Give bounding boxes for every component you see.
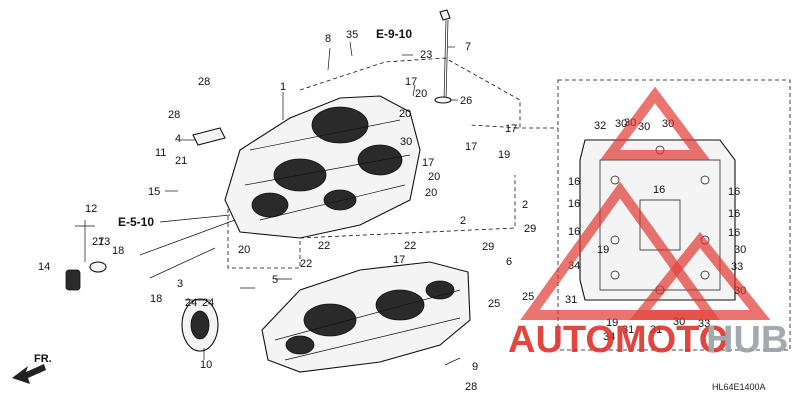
reference-e-9-10: E-9-10 — [376, 27, 412, 41]
callout-21: 21 — [175, 155, 187, 167]
callout-2: 2 — [522, 199, 528, 211]
callout-30: 30 — [400, 136, 412, 148]
callout-5: 5 — [272, 274, 278, 286]
callout-16: 16 — [728, 208, 740, 220]
callout-27: 27 — [92, 236, 104, 248]
oil-dipstick — [439, 9, 451, 101]
callout-20: 20 — [428, 171, 440, 183]
callout-3: 3 — [177, 278, 183, 290]
callout-31: 31 — [622, 324, 634, 336]
callout-12: 12 — [85, 203, 97, 215]
callout-9: 9 — [472, 361, 478, 373]
lower-crankcase — [261, 261, 471, 373]
callout-35: 35 — [346, 29, 358, 41]
callout-26: 26 — [460, 95, 472, 107]
callout-16: 16 — [653, 184, 665, 196]
callout-24: 24 — [185, 297, 197, 309]
oil-pressure-switch — [65, 261, 107, 291]
callout-17: 17 — [393, 254, 405, 266]
callout-18: 18 — [112, 245, 124, 257]
callout-15: 15 — [148, 186, 160, 198]
callout-20: 20 — [425, 187, 437, 199]
watermark-text-hub: HUB — [706, 319, 788, 361]
callout-16: 16 — [568, 226, 580, 238]
callout-23: 23 — [420, 49, 432, 61]
callout-19: 19 — [597, 244, 609, 256]
callout-20: 20 — [238, 244, 250, 256]
callout-30: 30 — [734, 244, 746, 256]
callout-30: 30 — [615, 118, 627, 130]
callout-28: 28 — [198, 76, 210, 88]
callout-14: 14 — [38, 261, 50, 273]
callout-28: 28 — [465, 381, 477, 393]
callout-20: 20 — [415, 88, 427, 100]
front-direction-arrow — [12, 364, 46, 384]
callout-16: 16 — [728, 186, 740, 198]
callout-16: 16 — [568, 198, 580, 210]
callout-33: 33 — [731, 261, 743, 273]
lower-case-detail-box — [557, 79, 791, 351]
callout-22: 22 — [404, 240, 416, 252]
callout-17: 17 — [422, 157, 434, 169]
callout-31: 31 — [565, 294, 577, 306]
breather-cover — [192, 127, 226, 146]
callout-8: 8 — [325, 33, 331, 45]
callout-13: 13 — [98, 236, 110, 248]
stud-bolt-lower — [149, 247, 216, 279]
callout-24: 24 — [202, 297, 214, 309]
callout-4: 4 — [175, 133, 181, 145]
callout-25: 25 — [522, 291, 534, 303]
front-indicator-label: FR. — [34, 353, 52, 365]
callout-10: 10 — [200, 359, 212, 371]
callout-17: 17 — [505, 123, 517, 135]
o-ring-26 — [434, 96, 452, 104]
callout-19: 19 — [498, 149, 510, 161]
callout-25: 25 — [488, 298, 500, 310]
callout-29: 29 — [524, 223, 536, 235]
oil-filter — [181, 298, 219, 352]
diagram-code: HL64E1400A — [712, 382, 766, 392]
callout-11: 11 — [155, 147, 166, 159]
stud-bolt-upper — [139, 219, 236, 256]
leader-lines — [75, 41, 461, 366]
callout-20: 20 — [399, 108, 411, 120]
callout-29: 29 — [482, 241, 494, 253]
watermark: AUTOMOTO HUB — [508, 86, 788, 361]
callout-33: 33 — [698, 318, 710, 330]
callout-1: 1 — [280, 81, 286, 93]
callout-7: 7 — [465, 41, 471, 53]
callout-31: 31 — [650, 324, 662, 336]
callout-30: 30 — [638, 121, 650, 133]
callout-2: 2 — [460, 215, 466, 227]
callout-22: 22 — [318, 240, 330, 252]
callout-22: 22 — [300, 258, 312, 270]
callout-16: 16 — [568, 176, 580, 188]
upper-crankcase — [224, 95, 421, 239]
callout-28: 28 — [168, 109, 180, 121]
watermark-text-automoto: AUTOMOTO — [508, 319, 728, 361]
reference-e-5-10: E-5-10 — [118, 215, 154, 229]
callout-6: 6 — [506, 256, 512, 268]
callout-34: 34 — [603, 331, 615, 343]
part-callouts: 1223456789101112131415161616161616161717… — [38, 29, 746, 393]
upper-group-outline — [227, 57, 521, 269]
callout-16: 16 — [728, 227, 740, 239]
callout-18: 18 — [150, 293, 162, 305]
callout-17: 17 — [465, 141, 477, 153]
callout-17: 17 — [405, 76, 417, 88]
callout-32: 32 — [594, 120, 606, 132]
